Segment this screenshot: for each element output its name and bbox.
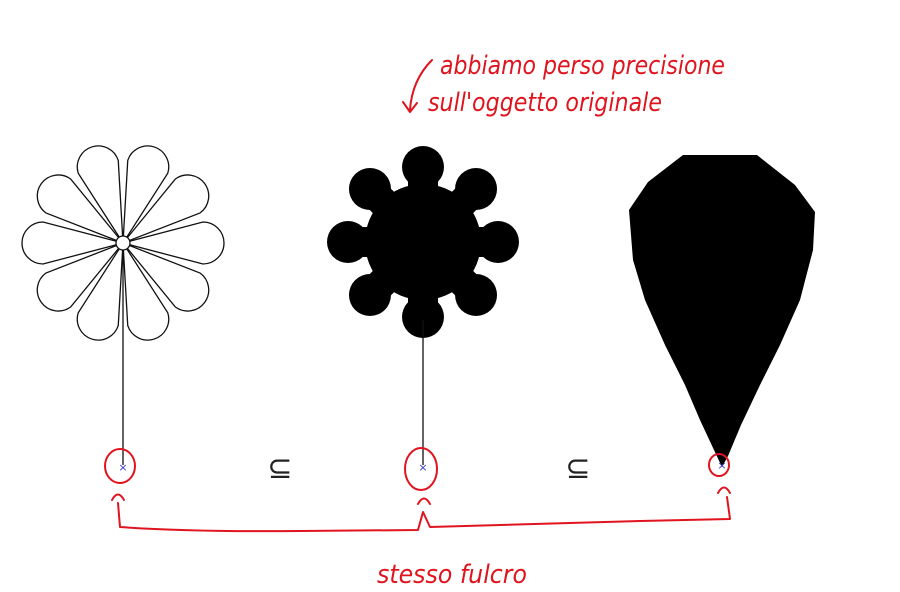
x-mark-icon: × (418, 461, 427, 474)
fulcrum-marker-2: × (404, 447, 438, 491)
filled-petal-tip (348, 167, 391, 210)
petal (120, 221, 225, 265)
filled-petal-tip (327, 221, 369, 263)
bracket-caret-1 (111, 493, 125, 501)
petal (122, 240, 170, 341)
bracket-caret-2 (417, 497, 431, 505)
fulcrum-bracket (111, 486, 731, 533)
petal (120, 174, 210, 245)
petal (122, 145, 170, 246)
filled-petal-tip (477, 221, 519, 263)
kite-hull (629, 155, 815, 467)
x-mark-icon: × (717, 459, 726, 472)
outline-center (115, 235, 131, 251)
annotation-bottom: stesso fulcro (377, 560, 527, 590)
petal (36, 241, 126, 312)
flower-outline (21, 145, 225, 465)
filled-petal-tip (455, 167, 498, 210)
fulcrum-circle-3 (708, 453, 730, 477)
subset-symbol-right: ⊆ (565, 451, 590, 486)
petal (36, 174, 126, 245)
bracket-caret-3 (717, 486, 731, 494)
filled-petal-tip (402, 146, 444, 188)
filled-petal-tip (348, 274, 391, 317)
petal (120, 241, 210, 312)
fulcrum-marker-1: × (104, 448, 136, 484)
annotation-top-line1: abbiamo perso precisione (440, 51, 725, 81)
bracket-line (117, 496, 731, 533)
annotation-top-line2: sull'oggetto originale (428, 88, 662, 118)
petal (21, 221, 126, 265)
fulcrum-circle-2 (404, 447, 438, 491)
filled-petal-tip (402, 296, 444, 338)
filled-center (365, 184, 481, 300)
fulcrum-marker-3: × (708, 453, 730, 477)
kite-shape (629, 155, 815, 467)
outline-petals (21, 145, 225, 341)
x-mark-icon: × (118, 461, 127, 474)
petal (76, 240, 124, 341)
petal (76, 145, 124, 246)
subset-symbol-left: ⊆ (267, 451, 292, 486)
flower-filled (327, 146, 519, 465)
fulcrum-circle-1 (104, 448, 136, 484)
curved-arrow-icon (402, 59, 433, 113)
filled-petal-tip (455, 274, 498, 317)
